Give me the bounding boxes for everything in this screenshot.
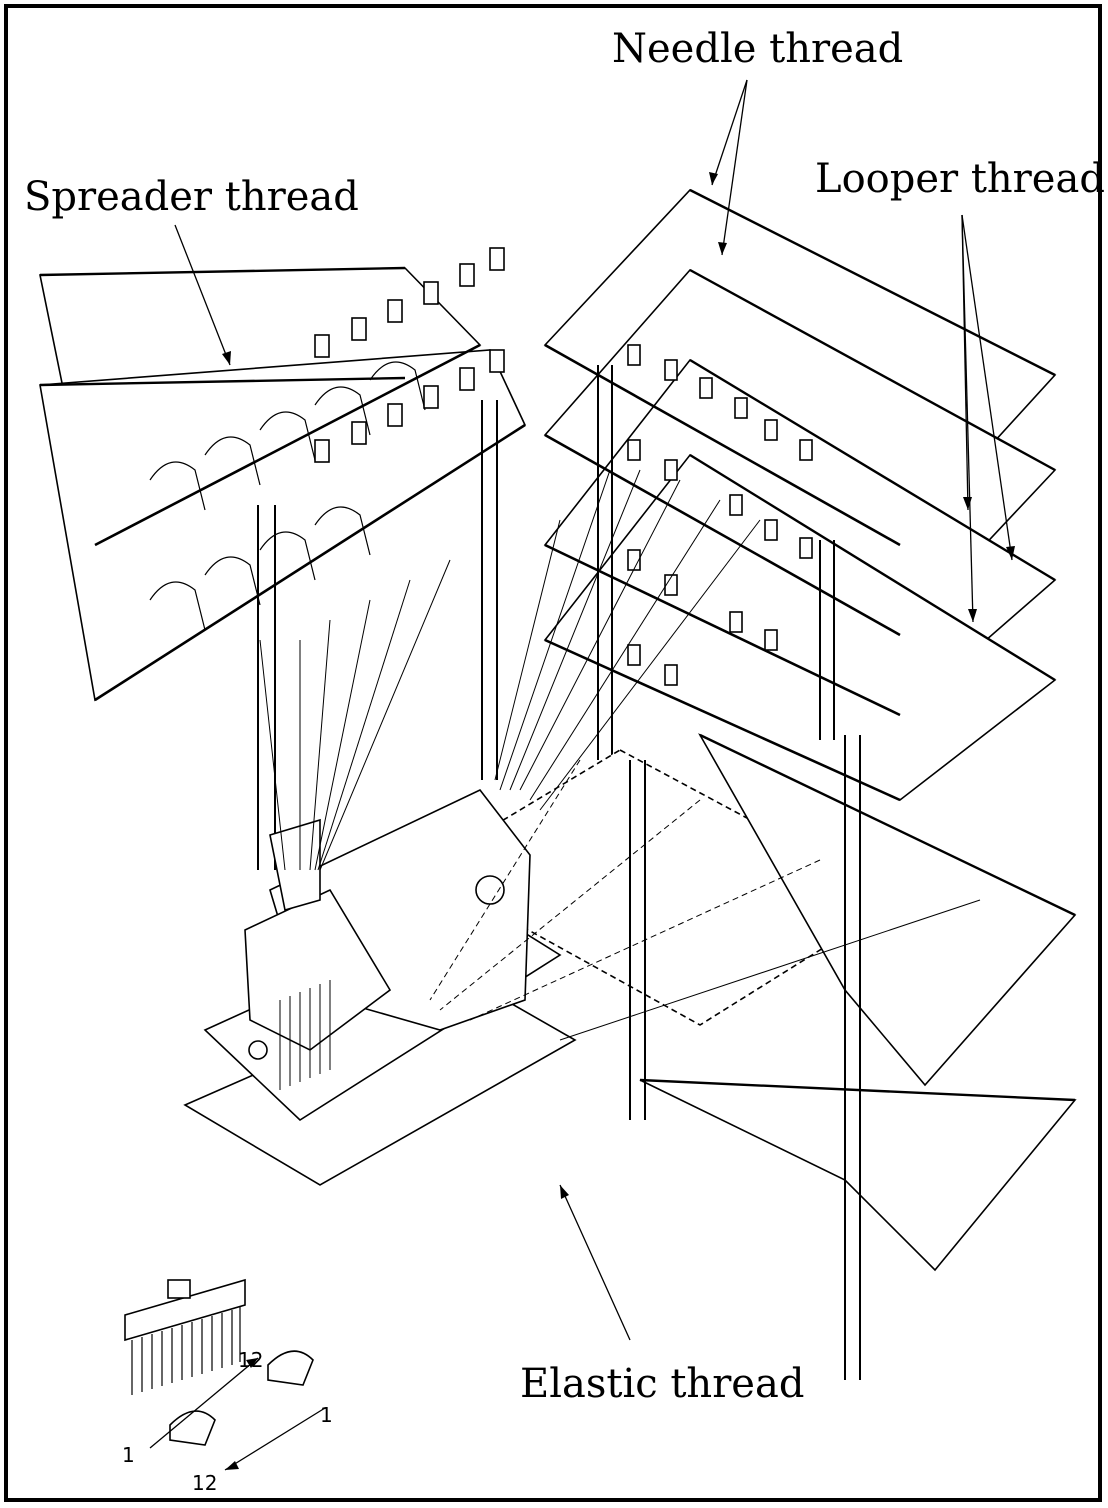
leader-lines [149,79,1013,1471]
looper-right [267,1350,314,1386]
looper-number-last: 12 [192,1471,217,1495]
needle-looper-thread-stand [543,188,1057,802]
arrow-heads [222,172,1015,1470]
sewing-machine [183,788,577,1186]
elastic-rack-lower [639,1079,1077,1272]
needle-number-first: 1 [122,1443,135,1467]
looper-thread-label: Looper thread [815,156,1105,202]
spreader-thread-stand [39,247,527,870]
needle-clamp [124,1278,246,1342]
thread-paths [259,469,981,1041]
needle-bar-detail [124,1278,314,1446]
elastic-thread-label: Elastic thread [520,1361,804,1407]
spreader-cone-holders [149,361,426,631]
needle-tension-posts [627,344,813,686]
looper-number-first: 1 [320,1403,333,1427]
looper-left [169,1410,216,1446]
needle-thread-label: Needle thread [612,26,903,72]
spreader-thread-label: Spreader thread [24,174,359,220]
needle-number-last: 12 [238,1348,263,1372]
drawing-frame [4,4,1102,1502]
spreader-rack-lower [39,349,527,702]
elastic-thread-stand [418,733,1077,1380]
spreader-tension-posts [314,247,505,463]
needle-bar-details [279,980,331,1090]
